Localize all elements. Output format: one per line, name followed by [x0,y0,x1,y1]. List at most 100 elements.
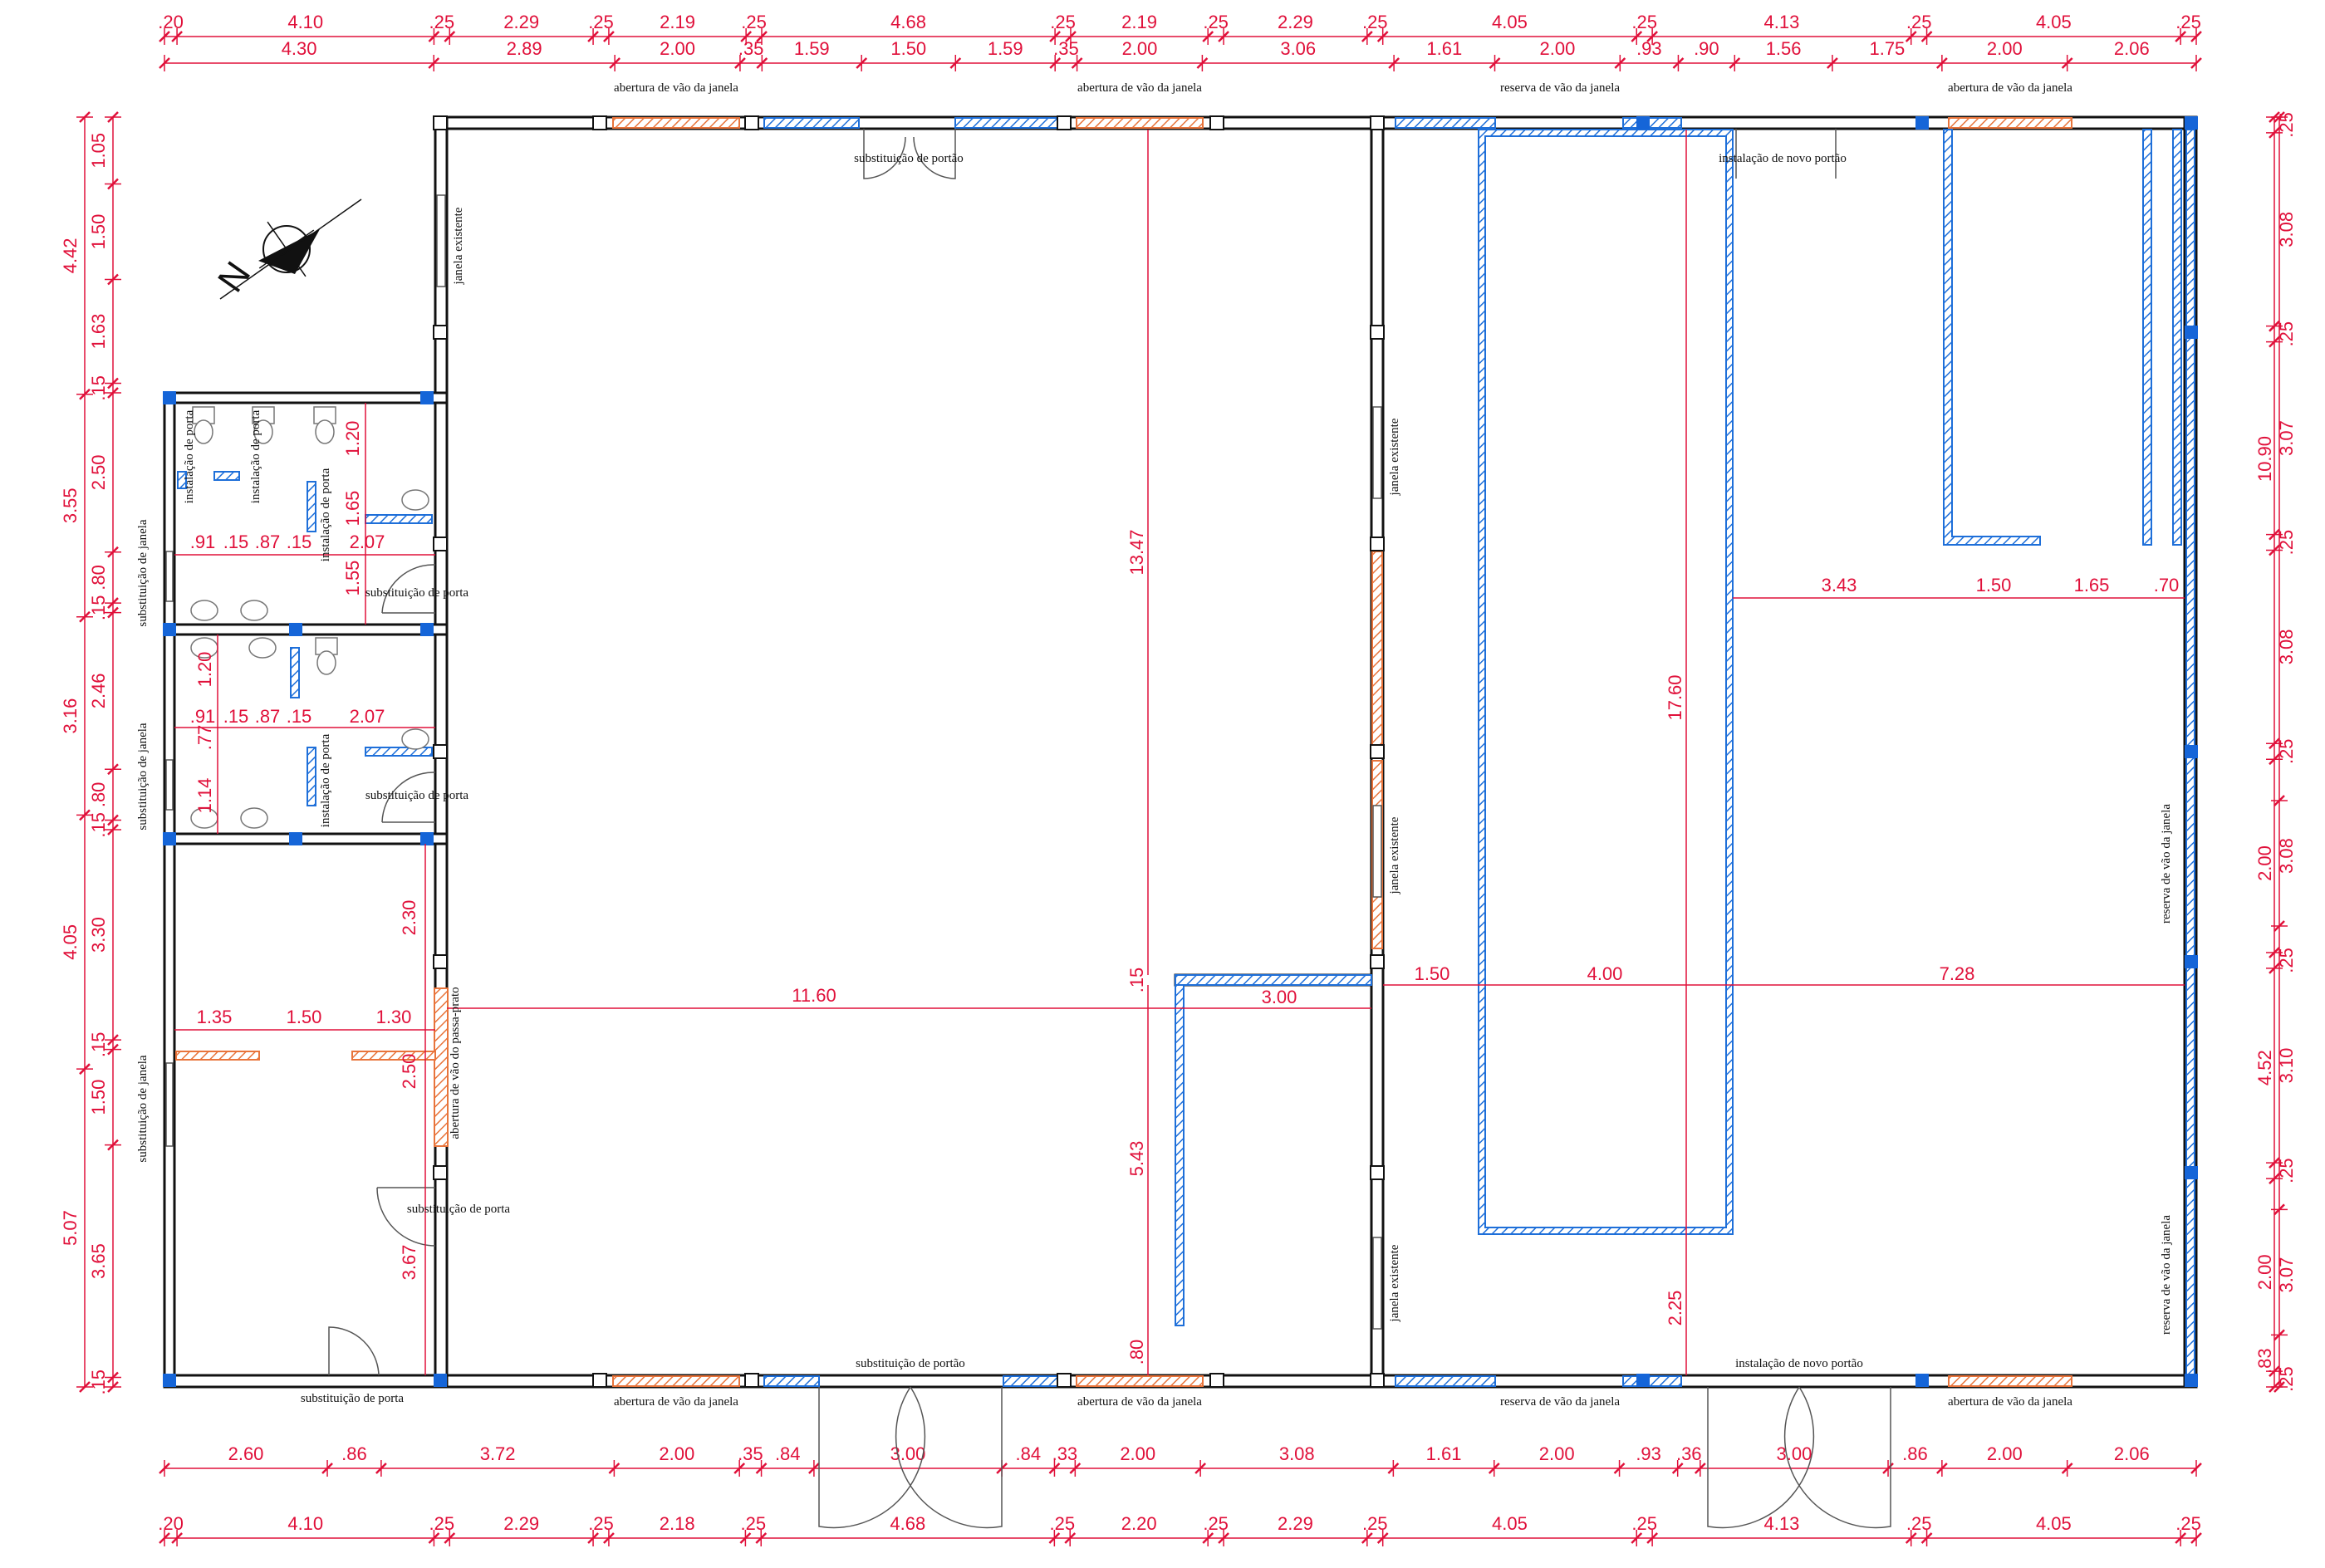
dim-top-row2-label: 2.00 [1122,38,1158,59]
dim-bottom-row1-tick-mark [755,1463,768,1474]
toilet-bowl-4 [316,650,336,675]
pillar [420,391,434,404]
dim-bottom-row2-tick-mark [603,1532,615,1544]
dim-left-inner-tick-mark [107,273,119,286]
dim-bottom-row1-tick-mark [2061,1463,2073,1474]
label-subst-portao-bottom: substituição de portão [856,1357,965,1370]
dim-left-inner-label: 2.50 [88,454,109,490]
dim-top-row2-tick-mark [1827,57,1838,69]
toilet-bowl-1 [194,419,213,444]
opening-annex-1 [175,1051,260,1061]
dim-bottom-row1-label: 3.08 [1279,1443,1315,1464]
gate-bottom-1 [818,1386,1003,1529]
dim-right-outer-tick-mark [2273,1381,2285,1393]
label-abertura-bottom-3: abertura de vão da janela [1948,1395,2072,1409]
dim-bottom-row2-tick-mark [1048,1532,1061,1544]
dim-top-row1-tick-mark [2175,31,2187,42]
dim-bottom-row1-tick-mark [1048,1463,1061,1474]
wc2-a: .91 [190,706,216,727]
reserve-bottom-a [763,1375,820,1387]
dim-top-row2-label: 2.00 [1987,38,2023,59]
dim-top-row1-tick-mark [444,31,456,42]
dim-left-inner-tick-mark [107,606,119,619]
dim-bottom-row2-label: 4.10 [287,1513,323,1534]
dim-bottom-row2-label: .25 [1049,1513,1075,1534]
dim-top-row1-tick-mark [1376,31,1389,42]
column [1209,1373,1224,1388]
wc1-h1: 1.20 [342,421,363,457]
dim-top-row1-label: .20 [158,12,184,32]
reserve-interior-wall [1175,976,1185,1326]
dim-2-50: 2.50 [399,1054,419,1090]
dim-top-row1-label: .25 [1906,12,1932,32]
dim-bottom-row1-tick-mark [608,1463,620,1474]
reserve-room-right [1943,129,2041,546]
dim-top-row1-tick-mark [603,31,615,42]
dim-bottom-row2-label: 4.05 [2036,1513,2072,1534]
toilet-bowl-3 [315,419,335,444]
dim-bottom-row2-label: 2.20 [1121,1513,1157,1534]
label-inst-porta-1: instalação de porta [183,409,196,503]
dim-left-inner-tick-mark [107,1371,119,1384]
dim-right-outer-tick-mark [2273,111,2285,123]
label-inst-porta-3: instalação de porta [319,468,332,561]
opening-bottom-1 [612,1375,740,1387]
dim-left-outer-tick-mark [79,809,91,821]
reserve-bottom-b [1003,1375,1059,1387]
dim-top-row2-label: 1.59 [988,38,1023,59]
label-subst-janela-2: substituição de janela [136,723,150,830]
dim-left-inner-label: .15 [88,375,109,401]
opening-top-2 [1076,117,1204,129]
column [1057,1373,1072,1388]
wc1-d: .15 [287,532,312,552]
dim-top-row1-label: 4.05 [1492,12,1528,32]
dim-17-60: 17.60 [1665,674,1685,720]
column [744,115,759,130]
dim-top-row1-label: .25 [2175,12,2201,32]
pillar [289,623,302,636]
door-annex-3 [376,1187,436,1247]
dim-bottom-row1-tick-mark [1671,1463,1684,1474]
dim-bottom-row2-tick-mark [755,1532,768,1544]
dim-top-row2-label: .35 [738,38,764,59]
reserve-wc-d [365,514,433,524]
opening-top-3 [1948,117,2072,129]
dim-right-outer-label: 2.00 [2254,1254,2275,1290]
dim-left-outer-tick-mark [79,1381,91,1393]
dim-right-outer-label: 2.00 [2254,845,2275,881]
dim-bottom-row2-label: .25 [1631,1513,1657,1534]
dim-right-inner-tick-mark [2269,737,2280,750]
dim-left-inner-tick-mark [107,597,119,609]
reserve-chamber [1478,129,1734,1235]
pillar [2185,955,2198,968]
dim-right-inner-tick-mark [2269,947,2280,958]
pillar [434,1374,447,1387]
dim-top-row1-label: 2.19 [1121,12,1157,32]
dim-bottom-row2-tick-mark [159,1532,170,1544]
dim-bottom-row1-tick-mark [1488,1463,1500,1474]
dim-top-row1-tick-mark [1049,31,1061,42]
dim-bottom-row1-label: .36 [1676,1443,1702,1464]
pillar [2185,116,2198,130]
reserve-wc-e [290,647,300,698]
dim-80: .80 [1126,1340,1147,1365]
dim-bottom-row1-tick-mark [808,1463,820,1474]
dim-top-row1-tick-mark [756,31,768,42]
dim-bottom-row1-tick-mark [375,1463,387,1474]
dim-left-inner-label: .15 [88,1032,109,1058]
wc2-h2: .77 [194,725,215,751]
label-inst-porta-4: instalação de porta [319,733,332,827]
dim-top-row1-label: .25 [429,12,455,32]
pillar [1636,1374,1650,1387]
label-subst-porta-2: substituição de porta [365,789,468,802]
dim-top-row2-label: 2.00 [1539,38,1575,59]
dim-top-row2-label: 1.56 [1766,38,1802,59]
dim-top-row2-label: 1.59 [794,38,830,59]
dim-top-row2-label: .93 [1636,38,1662,59]
sink-8 [240,807,268,829]
label-subst-porta-4: substituição de porta [301,1392,404,1405]
dim-bottom-row2-label: .25 [1906,1513,1932,1534]
dim-bottom-row2-tick-mark [171,1532,183,1544]
